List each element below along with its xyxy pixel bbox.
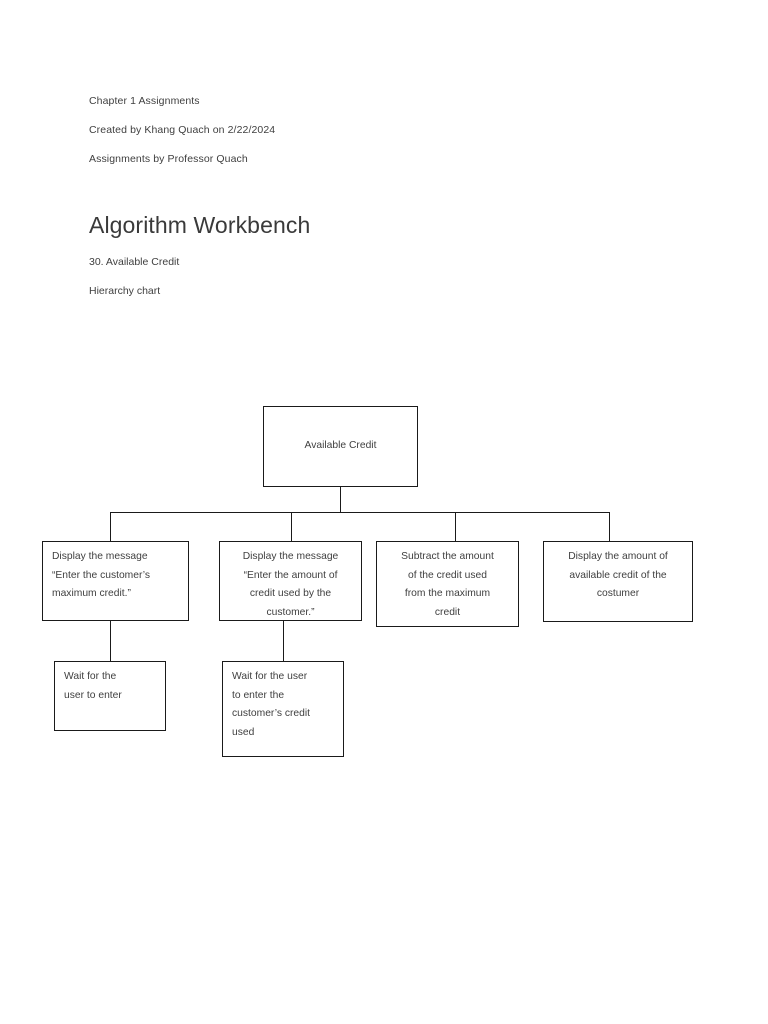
header-line-created-by: Created by Khang Quach on 2/22/2024 — [89, 124, 276, 136]
connector-drop-child3 — [455, 512, 457, 542]
chart-node-child2-line-0: Display the message — [242, 551, 339, 562]
chart-node-leaf1-line-1: user to enter — [64, 689, 122, 701]
chart-node-child4-line-0: Display the amount of — [568, 551, 668, 562]
chart-node-child2-line-2: credit used by the — [249, 588, 332, 599]
chart-node-child4-line-2: costumer — [596, 588, 640, 599]
chart-node-child4: Display the amount of available credit o… — [543, 541, 693, 622]
chart-node-leaf2: Wait for the user to enter the customer’… — [222, 661, 344, 757]
chart-node-child3-line-0: Subtract the amount — [401, 551, 494, 562]
chart-node-root-line-0: Available Credit — [304, 440, 377, 452]
connector-drop-child4 — [609, 512, 611, 542]
connector-child2-to-leaf2 — [283, 620, 285, 661]
chart-node-child1: Display the message “Enter the customer’… — [42, 541, 189, 621]
header-line-assignments-by: Assignments by Professor Quach — [89, 153, 248, 165]
chart-node-child2-line-3: customer.” — [266, 606, 315, 618]
header-line-chapter: Chapter 1 Assignments — [89, 95, 200, 107]
chart-node-child3-line-3: credit — [434, 606, 461, 618]
chart-node-child2-line-1: “Enter the amount of — [243, 569, 338, 581]
connector-child1-to-leaf1 — [110, 620, 112, 661]
chart-node-leaf1-line-0: Wait for the — [64, 671, 117, 682]
chart-node-leaf2-line-2: customer’s credit — [232, 708, 311, 719]
connector-bus — [110, 512, 610, 514]
chart-node-child1-line-0: Display the message — [52, 551, 148, 562]
chart-node-child1-line-2: maximum credit.” — [52, 588, 131, 599]
chart-node-child3-line-1: of the credit used — [408, 569, 487, 581]
page-title: Algorithm Workbench — [89, 212, 311, 238]
chart-node-child3-line-2: from the maximum — [404, 588, 491, 599]
connector-root-stem — [340, 487, 342, 513]
chart-node-child3: Subtract the amount of the credit used f… — [376, 541, 519, 627]
chart-node-leaf2-line-3: used — [232, 726, 255, 738]
chart-kind-label: Hierarchy chart — [89, 285, 161, 297]
chart-node-child4-line-1: available credit of the — [569, 569, 667, 581]
chart-node-leaf2-line-1: to enter the — [232, 689, 285, 701]
problem-heading: 30. Available Credit — [89, 256, 180, 268]
chart-node-root: Available Credit — [263, 406, 418, 487]
chart-node-child2: Display the message “Enter the amount of… — [219, 541, 362, 621]
chart-node-child1-line-1: “Enter the customer’s — [52, 569, 151, 581]
connector-drop-child1 — [110, 512, 112, 542]
chart-node-leaf1: Wait for the user to enter — [54, 661, 166, 731]
chart-node-leaf2-line-0: Wait for the user — [232, 671, 308, 682]
connector-drop-child2 — [291, 512, 293, 542]
